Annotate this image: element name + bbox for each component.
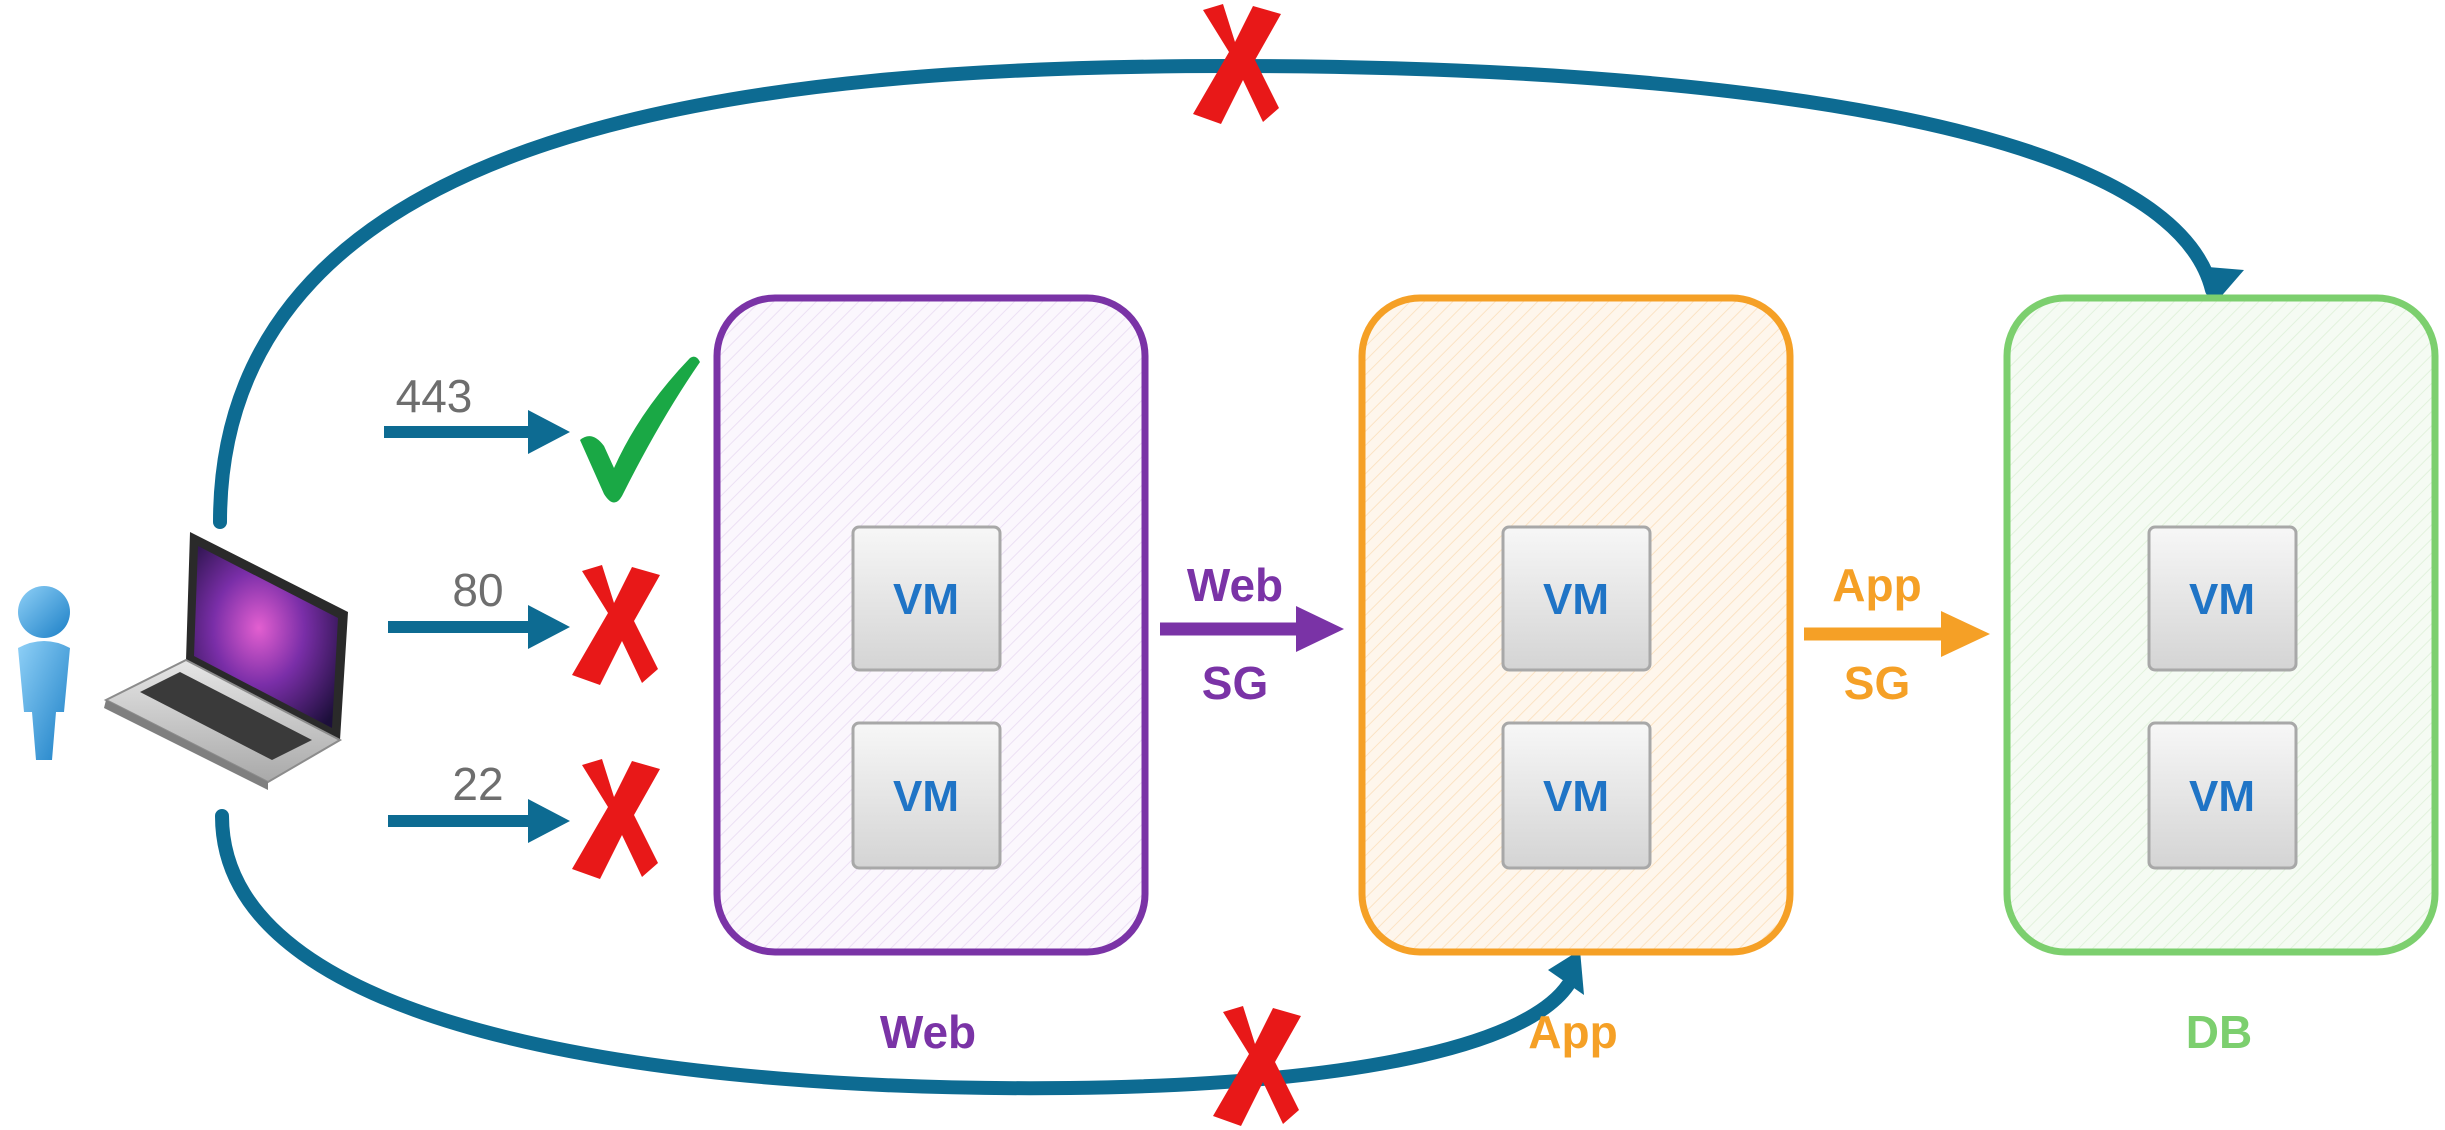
arrowhead-icon <box>1941 611 1990 657</box>
vm-box: VM <box>2147 721 2298 870</box>
arrowhead-icon <box>528 605 570 649</box>
vm-box: VM <box>1501 525 1652 672</box>
sg-label-line2: SG <box>1844 657 1910 709</box>
vm-label: VM <box>893 772 959 821</box>
app-sg-arrow: App SG <box>1804 559 1990 709</box>
db-tier: VM VM DB <box>2003 294 2439 1058</box>
arrowhead-icon <box>528 799 570 843</box>
tier-label: App <box>1528 1006 1617 1058</box>
port-label: 443 <box>396 370 473 422</box>
sg-label-line1: App <box>1832 559 1921 611</box>
vm-box: VM <box>851 525 1002 672</box>
vm-box: VM <box>1501 721 1652 870</box>
arrowhead-icon <box>528 410 570 454</box>
sg-label-line1: Web <box>1187 559 1283 611</box>
web-sg-arrow: Web SG <box>1160 559 1344 709</box>
arrowhead-icon <box>2196 266 2244 300</box>
port-label: 22 <box>452 758 503 810</box>
vm-box: VM <box>851 721 1002 870</box>
vm-label: VM <box>1543 772 1609 821</box>
arrowhead-icon <box>1548 950 1584 995</box>
port-label: 80 <box>452 564 503 616</box>
cross-icon <box>572 759 660 879</box>
vm-label: VM <box>2189 772 2255 821</box>
sg-label-line2: SG <box>1202 657 1268 709</box>
vm-box: VM <box>2147 525 2298 672</box>
tier-label: DB <box>2186 1006 2252 1058</box>
cross-icon <box>1213 1006 1301 1126</box>
port-443-row: 443 <box>384 356 700 503</box>
port-80-row: 80 <box>388 564 660 685</box>
check-icon <box>580 356 700 503</box>
web-tier: VM VM Web <box>713 294 1149 1058</box>
direct-path-to-app <box>215 809 1584 1126</box>
direct-path-to-db <box>213 4 2244 529</box>
vm-label: VM <box>893 575 959 624</box>
app-tier: VM VM App <box>1358 294 1794 1058</box>
vm-label: VM <box>1543 575 1609 624</box>
cross-icon <box>1193 4 1281 124</box>
cross-icon <box>572 565 660 685</box>
port-22-row: 22 <box>388 758 660 879</box>
arrowhead-icon <box>1296 606 1344 652</box>
vm-label: VM <box>2189 575 2255 624</box>
tier-label: Web <box>880 1006 976 1058</box>
user-icon <box>18 586 70 760</box>
laptop-icon <box>103 532 348 790</box>
